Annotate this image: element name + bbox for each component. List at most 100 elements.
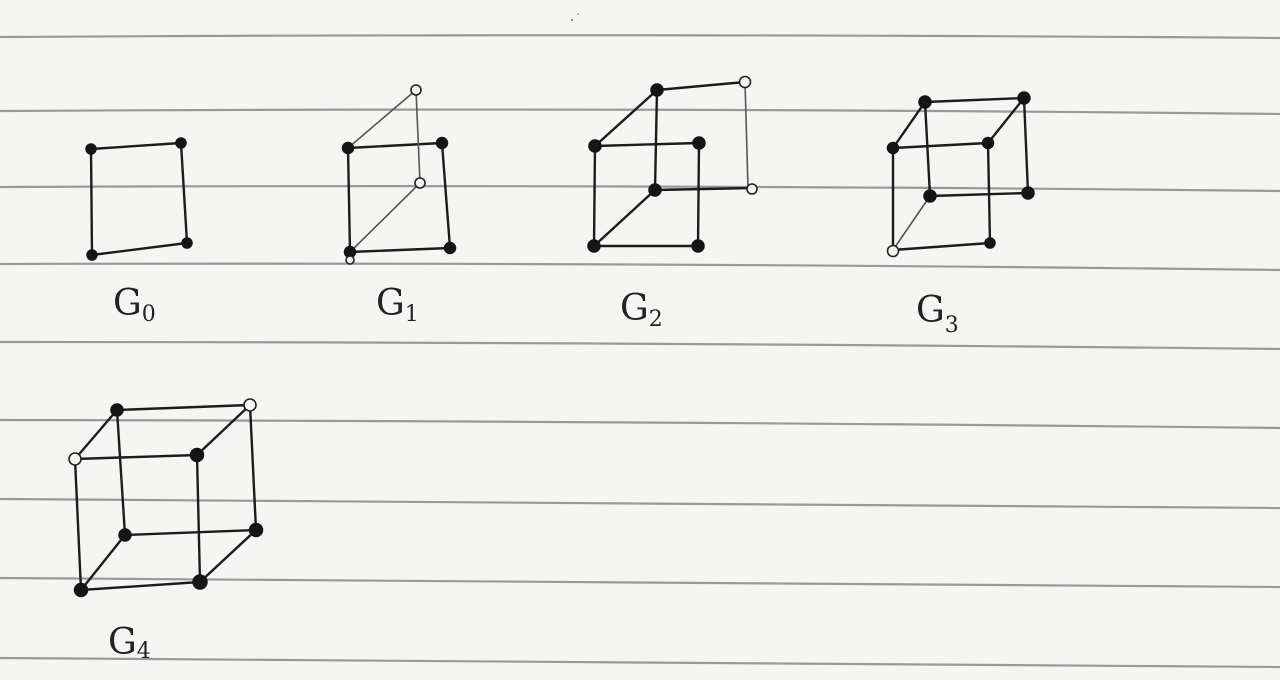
vertex-filled [923,189,937,203]
edge [115,408,127,537]
pencil-specks [571,13,579,21]
vertex-filled [110,403,124,417]
edge [195,403,252,457]
vertex-filled [189,447,205,463]
graph-g1-edges [346,89,452,254]
edge [349,182,421,253]
speck [571,19,573,21]
vertex-filled [73,582,89,598]
rule-line [0,262,1280,272]
graph-g3-edges [891,96,1030,252]
edge [928,191,1030,198]
edge [655,80,747,92]
edge [89,141,183,151]
vertex-open [68,452,82,466]
edge [73,408,119,461]
edge [593,141,701,148]
rule-line [0,656,1280,669]
edge [696,141,701,248]
graph-g0-edges [89,141,189,257]
edge [346,141,444,150]
graph-label-g1: G1 [376,283,419,327]
edge [592,144,597,248]
speck [577,13,579,15]
vertex-open [410,84,422,96]
edge [1022,96,1030,195]
edge [89,147,94,257]
vertex-filled [118,528,132,542]
graph-label-g3: G3 [916,290,959,338]
edge [653,186,754,192]
edge [986,96,1026,145]
vertex-open [746,183,758,195]
edge [79,533,127,592]
label-letter: G [620,288,649,329]
rule-line [0,34,1280,40]
label-letter: G [916,290,945,331]
vertex-filled [918,95,932,109]
edge [891,141,990,150]
vertex-filled [175,137,187,149]
vertex-filled [341,141,355,155]
vertex-open [738,75,752,89]
vertex-open [243,398,257,412]
rule-line [0,185,1280,193]
vertex-filled [443,241,457,255]
graph-g3: G3 [886,91,1035,338]
vertex-filled [650,83,664,97]
edge [115,403,252,412]
graph-g1: G1 [341,84,457,327]
vertex-filled [691,239,705,253]
ruled-lines [0,34,1280,669]
vertex-filled [1017,91,1031,105]
label-letter: G [108,622,137,663]
edge [79,580,202,592]
label-letter: G [376,283,405,324]
edge [923,96,1026,104]
edge [744,81,749,189]
edge [90,241,189,257]
graph-label-g0: G0 [113,283,156,327]
graph-g4: G4 [68,398,264,664]
label-subscript: 1 [405,302,419,327]
label-subscript: 0 [142,302,156,327]
edge [653,88,659,192]
rule-line [0,576,1280,589]
label-subscript: 4 [137,639,151,664]
rule-line [0,108,1280,116]
graph-g0: G0 [85,137,193,327]
rule-line [0,340,1280,351]
rule-line [0,418,1280,430]
edge [73,457,83,592]
edge [440,141,452,250]
vertex-filled [587,239,601,253]
graph-g2-edges [592,80,754,248]
edge [923,100,932,198]
label-subscript: 3 [945,313,959,338]
vertex-open [345,255,355,265]
edge [346,146,352,254]
edge [593,88,659,148]
vertex-filled [1021,186,1035,200]
edge [891,100,927,150]
vertex-open [414,177,426,189]
vertex-open [886,244,900,258]
edge [195,453,202,584]
edge [179,141,189,245]
label-letter: G [113,283,142,324]
edge [348,246,452,254]
graph-g2: G2 [587,75,758,332]
edge [892,195,931,251]
graph-label-g2: G2 [620,288,663,332]
edge [123,528,258,537]
vertex-filled [192,574,208,590]
rule-line [0,497,1280,510]
graph-label-g4: G4 [108,622,151,664]
vertex-filled [435,136,449,150]
edge [415,89,421,184]
vertex-filled [85,143,97,155]
edge [347,89,417,149]
label-subscript: 2 [649,307,663,332]
edge [891,241,992,252]
